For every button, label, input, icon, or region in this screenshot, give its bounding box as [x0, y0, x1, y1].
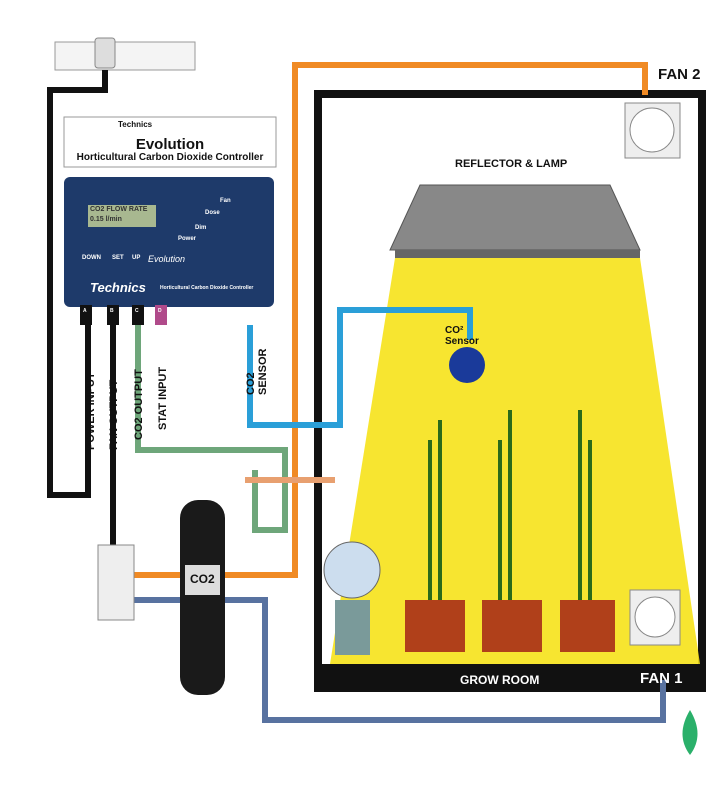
fan1-label: FAN 1	[640, 670, 683, 687]
lcd-line1: CO2 FLOW RATE	[90, 206, 148, 213]
sensor-label-1: CO2	[245, 372, 257, 395]
fan-output-label: FAN OUTPUT	[108, 379, 120, 450]
desk-fan	[323, 541, 381, 599]
controller-subtitle: Horticultural Carbon Dioxide Controller	[76, 152, 264, 163]
front-model: Evolution	[148, 254, 186, 264]
up-button[interactable]: UP	[132, 255, 141, 261]
front-subtitle: Horticultural Carbon Dioxide Controller	[160, 285, 254, 291]
front-brand: Technics	[90, 280, 146, 295]
co2-hose	[135, 325, 288, 533]
led-fan: Fan	[220, 198, 231, 204]
fan2-cable	[130, 62, 648, 578]
bottle-label: CO2	[190, 572, 215, 586]
sensor-label-2: SENSOR	[257, 348, 269, 395]
stat-input-label: STAT INPUT	[157, 366, 169, 430]
co2-sensor	[449, 347, 485, 383]
power-cable	[47, 70, 108, 498]
sensor-cable	[247, 307, 473, 428]
port-d: D	[158, 308, 162, 314]
led-dose: Dose	[205, 210, 220, 216]
logo-leaf	[682, 710, 698, 755]
controller-label	[63, 116, 277, 168]
power-strip	[97, 544, 135, 621]
port-c: C	[135, 308, 139, 314]
fan2-label: FAN 2	[658, 66, 701, 83]
power-input-label: POWER INPUT	[85, 372, 97, 450]
grow-room-label: GROW ROOM	[460, 673, 540, 687]
down-button[interactable]: DOWN	[82, 255, 101, 261]
reflector-lamp	[389, 184, 641, 251]
lcd-line2: 0.15 l/min	[90, 216, 122, 223]
wall-socket	[54, 41, 196, 71]
co2-bottle	[180, 500, 225, 695]
led-dim: Dim	[195, 225, 207, 231]
led-power: Power	[178, 236, 197, 242]
sensor-room-label: CO² Sensor	[445, 325, 479, 347]
plants	[405, 410, 615, 652]
port-a: A	[83, 308, 87, 314]
controller-title: Evolution	[135, 136, 205, 153]
co2-output-label: CO2 OUTPUT	[133, 369, 145, 440]
light-beam	[330, 258, 700, 664]
controller-brand: Technics	[118, 120, 153, 129]
set-button[interactable]: SET	[112, 255, 124, 261]
reflector-label: REFLECTOR & LAMP	[455, 158, 568, 170]
port-b: B	[110, 308, 114, 314]
